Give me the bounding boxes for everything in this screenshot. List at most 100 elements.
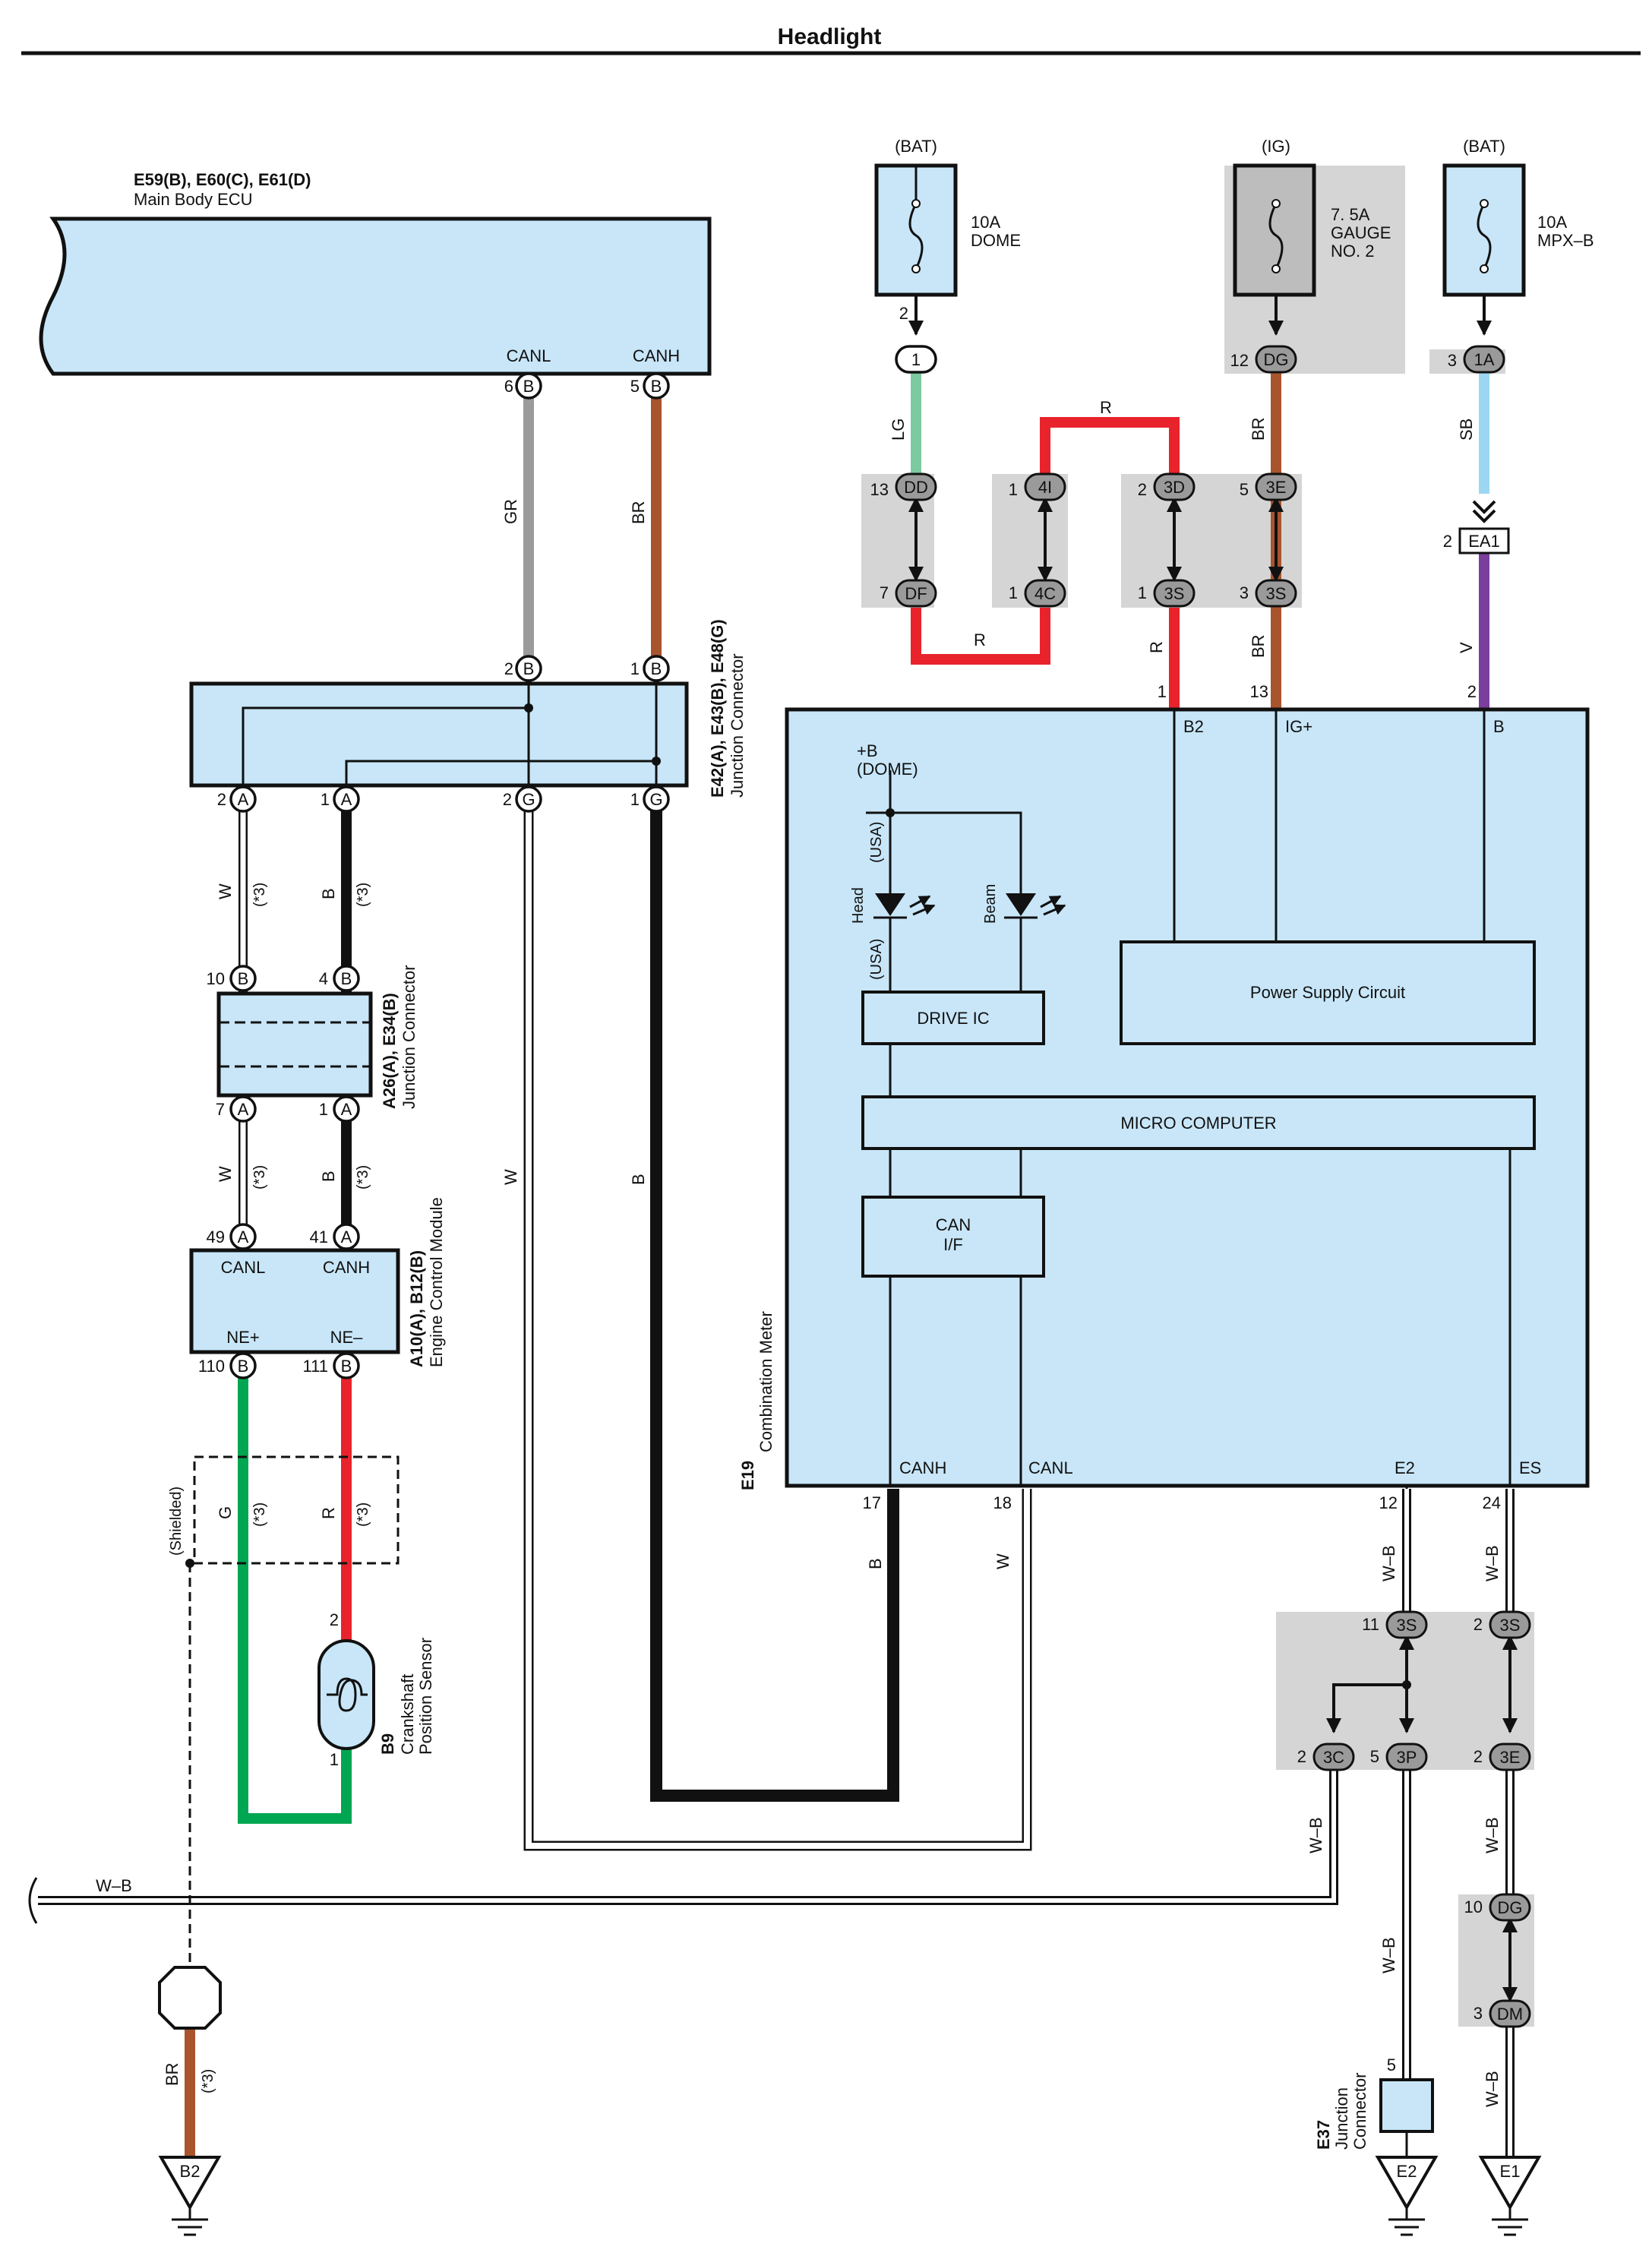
page-title: Headlight [778, 24, 882, 49]
can-label-2: I/F [943, 1235, 963, 1254]
fuse-gauge-source: (IG) [1262, 137, 1290, 156]
fuse-gauge-amp: 7. 5A [1331, 205, 1370, 224]
e37-ref: E37 [1314, 2120, 1333, 2150]
junction-a26-ref: A26(A), E34(B) [380, 993, 399, 1109]
splice-dot [1402, 1680, 1411, 1689]
svg-text:LG: LG [889, 419, 908, 441]
svg-text:111: 111 [303, 1357, 328, 1376]
svg-text:R: R [1147, 641, 1166, 653]
svg-text:4: 4 [319, 969, 328, 988]
svg-text:DG: DG [1264, 350, 1289, 369]
svg-text:1: 1 [1158, 682, 1167, 701]
svg-text:2: 2 [1443, 532, 1452, 551]
fuse-gauge-name2: NO. 2 [1331, 242, 1374, 261]
svg-text:B: B [651, 659, 662, 678]
svg-text:1: 1 [319, 1100, 328, 1119]
micro-computer-label: MICRO COMPUTER [1120, 1114, 1276, 1133]
svg-text:(*3): (*3) [355, 1165, 371, 1190]
svg-text:1A: 1A [1474, 350, 1495, 369]
svg-text:2: 2 [503, 790, 512, 809]
meter-usa-top: (USA) [868, 822, 885, 863]
svg-text:GR: GR [501, 499, 520, 524]
meter-pin-canh: CANH [899, 1458, 946, 1477]
crank-name1: Crankshaft [398, 1674, 417, 1755]
svg-text:E1: E1 [1500, 2162, 1521, 2181]
meter-pin-igp: IG+ [1285, 717, 1312, 736]
fuse-dome-name: DOME [971, 231, 1021, 250]
svg-text:(Shielded): (Shielded) [168, 1487, 185, 1556]
ecm-ref: A10(A), B12(B) [407, 1250, 426, 1367]
ground-b2-icon: B2 [158, 1966, 222, 2236]
can-interface [861, 1196, 1045, 1278]
svg-text:R: R [319, 1507, 338, 1519]
crank-name2: Position Sensor [416, 1638, 435, 1755]
engine-control-module: CANL CANH NE+ NE– A10(A), B12(B) Engine … [189, 1197, 446, 1367]
svg-text:49: 49 [207, 1228, 225, 1246]
svg-text:(*3): (*3) [200, 2069, 216, 2093]
svg-text:2: 2 [1474, 1747, 1483, 1766]
svg-text:1: 1 [321, 790, 330, 809]
svg-text:3D: 3D [1164, 478, 1185, 497]
svg-text:A: A [238, 790, 249, 809]
svg-text:(*3): (*3) [251, 883, 268, 907]
svg-text:2: 2 [1467, 682, 1477, 701]
meter-name: Combination Meter [757, 1311, 775, 1452]
main-ecu-canh: CANH [633, 346, 680, 365]
svg-text:12: 12 [1379, 1493, 1398, 1512]
svg-text:(*3): (*3) [251, 1165, 268, 1190]
svg-text:R: R [1100, 398, 1112, 417]
wire-b-loop [650, 799, 899, 1802]
connector-pins: B B B B A A G G B B A A A A B B [229, 372, 670, 1379]
svg-text:W–B: W–B [96, 1876, 132, 1895]
svg-text:3S: 3S [1500, 1616, 1521, 1635]
svg-text:5: 5 [630, 377, 640, 396]
svg-text:1: 1 [630, 659, 640, 678]
svg-text:2: 2 [899, 304, 908, 323]
svg-text:7: 7 [216, 1100, 225, 1119]
svg-text:4I: 4I [1038, 478, 1052, 497]
svg-text:G: G [216, 1506, 235, 1519]
svg-text:1: 1 [1138, 583, 1147, 602]
ea1-arrow-icon [1472, 500, 1496, 523]
svg-text:(*3): (*3) [355, 1502, 371, 1527]
svg-text:EA1: EA1 [1468, 532, 1500, 551]
svg-text:2: 2 [1474, 1615, 1483, 1634]
svg-text:110: 110 [198, 1357, 225, 1376]
svg-text:2: 2 [217, 790, 226, 809]
svg-text:W–B: W–B [1483, 1545, 1502, 1581]
svg-text:2: 2 [1138, 480, 1147, 499]
ecm-canl: CANL [221, 1258, 266, 1277]
svg-text:E2: E2 [1397, 2162, 1417, 2181]
fuse-mpx-source: (BAT) [1463, 137, 1505, 156]
wire-g [238, 1366, 352, 1824]
svg-text:3: 3 [1474, 2004, 1483, 2023]
svg-text:B: B [238, 969, 249, 988]
svg-text:13: 13 [870, 480, 889, 499]
power-supply-label: Power Supply Circuit [1250, 983, 1405, 1002]
fuse-gauge-name: GAUGE [1331, 223, 1391, 242]
svg-text:3E: 3E [1500, 1748, 1521, 1767]
svg-text:B: B [319, 1171, 338, 1182]
e37-name1: Junction [1332, 2087, 1351, 2150]
svg-text:B: B [651, 377, 662, 396]
meter-pin-e2: E2 [1395, 1458, 1415, 1477]
svg-text:W–B: W–B [1483, 1817, 1502, 1853]
svg-text:1: 1 [1009, 583, 1018, 602]
svg-text:B: B [629, 1174, 648, 1185]
head-led-icon [873, 893, 936, 919]
fuse-dome: (BAT) 10A DOME [874, 137, 1021, 336]
junction-a26-name: Junction Connector [400, 965, 419, 1109]
ecm-canh: CANH [323, 1258, 370, 1277]
svg-text:1: 1 [1009, 480, 1018, 499]
svg-text:SB: SB [1457, 419, 1476, 441]
ground-e2-icon: E2 [1375, 2131, 1439, 2236]
meter-ref: E19 [738, 1461, 757, 1490]
svg-text:13: 13 [1250, 682, 1268, 701]
wire-color-labels: GR BR LG R R R BR BR SB V W (*3) B (*3) … [96, 398, 1502, 2107]
svg-text:5: 5 [1240, 480, 1249, 499]
svg-text:1: 1 [330, 1750, 339, 1769]
meter-pin-canl: CANL [1028, 1458, 1073, 1477]
combination-meter: DRIVE IC Power Supply Circuit MICRO COMP… [738, 707, 1590, 1490]
ecm-ne-minus: NE– [330, 1328, 364, 1347]
